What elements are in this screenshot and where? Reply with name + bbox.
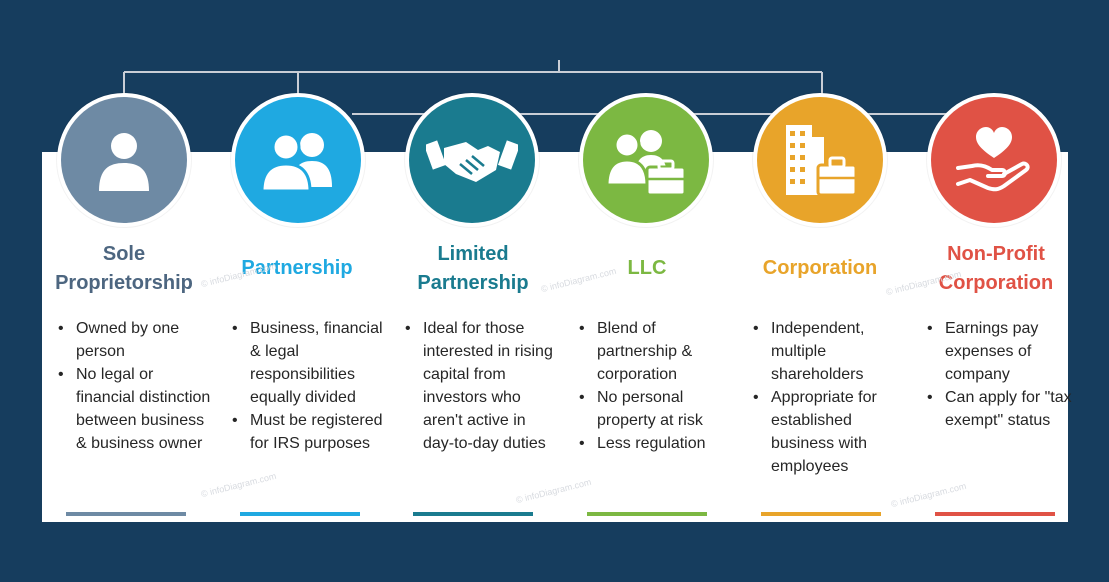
accent-underline-sole — [66, 512, 186, 516]
structure-title-line: LLC — [627, 257, 667, 279]
structure-title-partnership: Partnership — [212, 254, 382, 283]
bullet-item: Can apply for "tax exempt" status — [923, 386, 1083, 432]
structure-title-line: Corporation — [938, 272, 1054, 294]
bullet-item: No personal property at risk — [575, 386, 735, 432]
structure-circle-llc — [579, 93, 713, 227]
bullet-item: Ideal for those interested in rising cap… — [401, 317, 561, 455]
structure-circle-partnership — [231, 93, 365, 227]
structure-circle-limited — [405, 93, 539, 227]
bullet-item: Must be registered for IRS purposes — [228, 409, 388, 455]
structure-bullets-sole: Owned by one personNo legal or financial… — [54, 317, 214, 455]
bullet-item: Earnings pay expenses of company — [923, 317, 1083, 386]
structure-circle-corporation — [753, 93, 887, 227]
structure-bullets-nonprofit: Earnings pay expenses of companyCan appl… — [923, 317, 1083, 432]
structure-title-line: Non-Profit — [947, 243, 1045, 265]
bullet-item: Less regulation — [575, 432, 735, 455]
people-briefcase-icon — [583, 97, 709, 223]
hand-heart-icon — [931, 97, 1057, 223]
structure-title-line: Corporation — [762, 257, 878, 279]
accent-underline-corporation — [761, 512, 881, 516]
handshake-icon — [409, 97, 535, 223]
bullet-item: Owned by one person — [54, 317, 214, 363]
structure-title-line: Partnership — [241, 257, 353, 279]
structure-title-line: Proprietorship — [55, 272, 193, 294]
structure-bullets-partnership: Business, financial & legal responsibili… — [228, 317, 388, 455]
person-icon — [61, 97, 187, 223]
accent-underline-limited — [413, 512, 533, 516]
bullet-item: Blend of partnership & corporation — [575, 317, 735, 386]
building-briefcase-icon — [757, 97, 883, 223]
two-people-icon — [235, 97, 361, 223]
structure-title-line: Sole — [102, 243, 146, 265]
structure-title-line: Limited — [437, 243, 509, 265]
accent-underline-llc — [587, 512, 707, 516]
structure-title-llc: LLC — [562, 254, 732, 283]
structure-circle-sole — [57, 93, 191, 227]
structure-title-line: Partnership — [417, 272, 529, 294]
bullet-item: No legal or financial distinction betwee… — [54, 363, 214, 455]
structure-bullets-llc: Blend of partnership & corporationNo per… — [575, 317, 735, 455]
structure-circle-nonprofit — [927, 93, 1061, 227]
structure-bullets-limited: Ideal for those interested in rising cap… — [401, 317, 561, 455]
bullet-item: Business, financial & legal responsibili… — [228, 317, 388, 409]
structure-title-corporation: Corporation — [735, 254, 905, 283]
accent-underline-partnership — [240, 512, 360, 516]
structure-bullets-corporation: Independent, multiple shareholdersApprop… — [749, 317, 909, 478]
bullet-item: Independent, multiple shareholders — [749, 317, 909, 386]
bullet-item: Appropriate for established business wit… — [749, 386, 909, 478]
accent-underline-nonprofit — [935, 512, 1055, 516]
